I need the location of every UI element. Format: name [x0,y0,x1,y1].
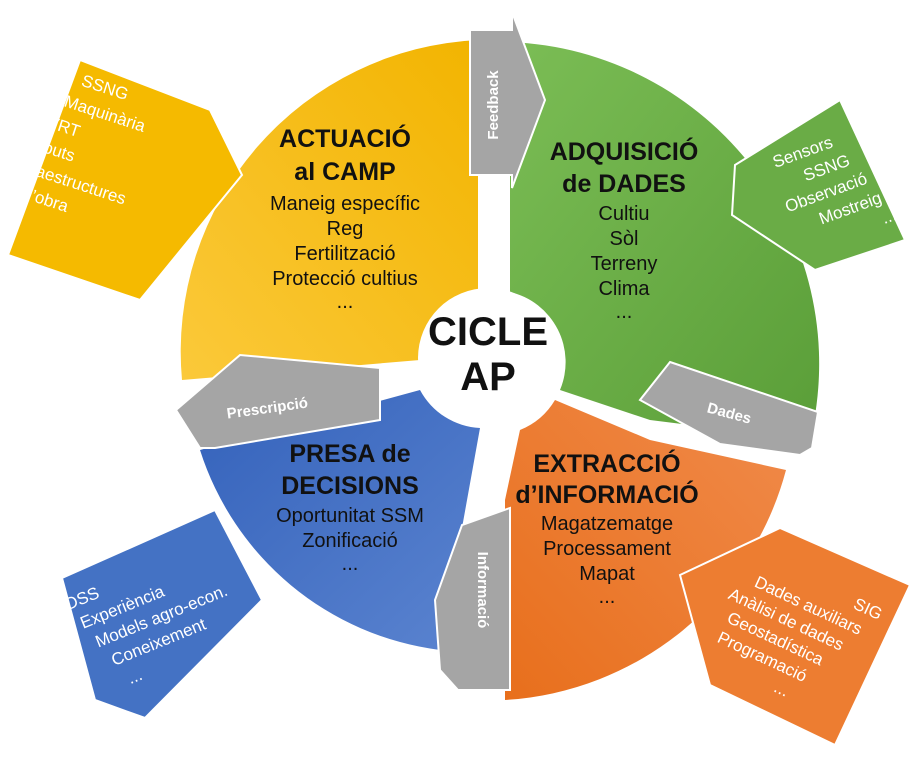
segment-presa [200,390,480,650]
segment-title: DECISIONS [281,472,419,500]
segment-title: PRESA de [289,440,410,468]
informacio-label: Informació [474,552,491,629]
segment-title: al CAMP [294,158,395,186]
extraccio-text: EXTRACCIÓ d’INFORMACIÓ Magatzematge Proc… [515,448,698,608]
segment-item: Oportunitat SSM [276,505,424,527]
segment-item: Fertilització [294,243,395,265]
segment-item: Mapat [579,563,635,585]
segment-item: ... [616,301,633,323]
side-item: ... [879,205,899,228]
segment-item: Magatzematge [541,513,673,535]
adquisicio-text: ADQUISICIÓ de DADES Cultiu Sòl Terreny C… [550,136,699,323]
segment-item: Reg [327,218,364,240]
segment-item: ... [599,586,616,608]
segment-item: Protecció cultius [272,268,418,290]
segment-title: de DADES [562,170,686,198]
segment-item: Terreny [591,253,658,275]
segment-adquisicio [510,42,820,440]
feedback-label: Feedback [485,70,502,140]
segment-item: Cultiu [598,203,649,225]
prescripcio-arrow [174,353,381,449]
side-item: ... [125,665,145,688]
segment-item: ... [337,291,354,313]
presa-side-box: DSS Experiència Models agro-econ. Coneix… [60,508,264,720]
adquisicio-side-box: Sensors SSNG Observació Mostreig ... [730,98,907,272]
actuacio-side-box: SSNG Maquinària VRT Inputs Infraestructu… [0,58,244,302]
informacio-arrow [433,506,511,691]
center-title-line2: AP [460,355,516,399]
segment-title: ACTUACIÓ [279,123,411,153]
feedback-arrow [469,11,547,189]
segment-title: d’INFORMACIÓ [515,479,698,509]
extraccio-side-box: SIG Dades auxiliars Anàlisi de dades Geo… [678,526,912,747]
segment-item: ... [342,553,359,575]
segment-title: ADQUISICIÓ [550,136,699,166]
actuacio-text: ACTUACIÓ al CAMP Maneig específic Reg Fe… [270,123,420,313]
segment-item: Processament [543,538,671,560]
segment-actuacio [180,40,479,380]
center-title-line1: CICLE [428,310,548,354]
center-circle [418,288,558,428]
segment-title: EXTRACCIÓ [533,448,680,478]
presa-text: PRESA de DECISIONS Oportunitat SSM Zonif… [276,440,424,575]
segment-extraccio [505,400,786,700]
dades-arrow [638,360,820,457]
segment-item: Sòl [610,228,639,250]
segment-item: Clima [598,278,650,300]
segment-item: Zonificació [302,530,398,552]
segment-item: Maneig específic [270,193,420,215]
